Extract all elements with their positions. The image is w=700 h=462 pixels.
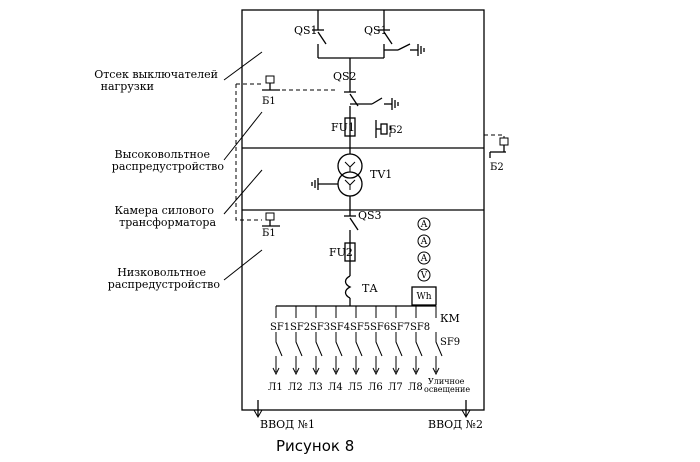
compartment-transformer-line1: Камера силового [114,204,214,217]
line-label: Л7 [388,382,403,393]
b2-inner-lock-icon [375,120,388,138]
breaker-label: SF6 [370,322,390,333]
qs2-label: QS2 [333,70,357,83]
line-label: Л4 [328,382,343,393]
line-label: Л3 [308,382,323,393]
b2-inner-label: Б2 [389,125,403,136]
meter-ammeter-1: A [420,220,428,230]
energy-meter-label: Wh [416,292,431,302]
interlock-lines [235,83,505,221]
line-label: Л5 [348,382,363,393]
ta-label: ТА [362,282,378,295]
meter-ammeter-2: A [420,237,428,247]
input-1-label: ВВОД №1 [260,418,315,431]
breaker-label: SF3 [310,322,330,333]
fu1-label: FU1 [331,121,355,134]
b2-outer-label: Б2 [490,162,504,173]
b1-top-lock-icon [262,75,280,91]
qs1-left-label: QS1 [294,24,318,37]
fu2-fuse [344,242,356,276]
compartment-hv-line1: Высоковольтное [115,148,210,161]
fu2-label: FU2 [329,246,353,259]
qs1-left-switch [312,10,327,58]
line-label: Л2 [288,382,303,393]
qs1-right-label: QS1 [364,24,388,37]
line-label: Л8 [408,382,423,393]
fu1-fuse [344,117,356,152]
breaker-label: SF8 [410,322,430,333]
b2-outer-lock-icon [489,137,509,158]
compartment-load-switches-line2: нагрузки [101,80,154,93]
line-label: Л1 [268,382,283,393]
b1-bottom-lock-icon [262,212,280,227]
b1-top-label: Б1 [262,96,276,107]
sf9-label: SF9 [440,337,460,348]
line-label: Л6 [368,382,383,393]
compartment-transformer-line2: трансформатора [119,216,216,229]
street-light-label-1: Уличное [428,377,465,386]
figure-caption: Рисунок 8 [276,437,354,455]
tv1-label: TV1 [370,168,392,181]
tv1-transformer [311,152,363,210]
breaker-label: SF5 [350,322,370,333]
qs1-earth-switch [384,43,425,56]
cabinet-outline [241,9,485,411]
street-light-label-2: освещение [424,385,470,394]
compartment-callouts [223,51,263,281]
compartment-hv-line2: распредустройство [112,160,225,173]
compartment-lv-line2: распредустройство [108,278,221,291]
meter-voltmeter: V [420,271,428,281]
qs2-switch [344,82,399,118]
meter-ammeter-3: A [420,254,428,264]
compartment-lv-line1: Низковольтное [117,266,206,279]
input-2-arrow-icon [461,400,471,419]
breaker-labels: SF1 SF2 SF3 SF4 SF5 SF6 SF7 SF8 [270,322,430,333]
lv-bus-taps [275,306,437,318]
km-label: КМ [440,312,460,325]
compartment-load-switches-line1: Отсек выключателей [94,68,218,81]
qs1-right-switch [378,10,393,58]
breaker-label: SF2 [290,322,310,333]
breaker-label: SF7 [390,322,410,333]
line-labels: Л1 Л2 Л3 Л4 Л5 Л6 Л7 Л8 [268,382,423,393]
ta-current-transformer [344,275,352,306]
input-1-arrow-icon [253,400,263,419]
qs3-label: QS3 [358,209,382,222]
outgoing-feeders [272,332,443,376]
qs3-switch [344,210,359,243]
b1-bottom-label: Б1 [262,228,276,239]
breaker-label: SF1 [270,322,290,333]
meters: A A A V Wh [411,217,437,306]
breaker-label: SF4 [330,322,350,333]
input-2-label: ВВОД №2 [428,418,483,431]
